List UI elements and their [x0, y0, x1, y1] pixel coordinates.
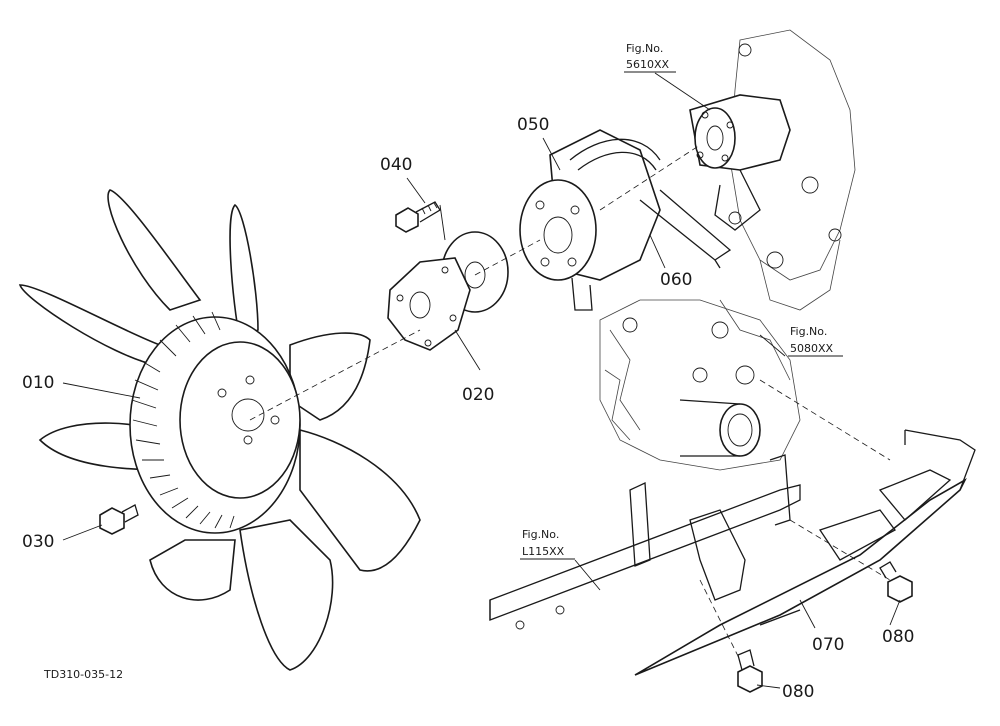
frame-L115-illustration [489, 454, 801, 630]
part-label-020: 020 [462, 385, 494, 405]
part-label-080-right: 080 [882, 627, 914, 647]
fan-spacer-020-illustration [387, 231, 509, 351]
bolt-040-illustration [395, 201, 441, 233]
engine-block-illustration [599, 299, 801, 471]
pulley-050-illustration [519, 129, 661, 311]
fan-guard-070-illustration [634, 429, 976, 676]
bolt-080-bottom-illustration [737, 649, 763, 693]
fan-belt-060-illustration [569, 138, 732, 269]
part-label-070: 070 [812, 635, 844, 655]
part-label-050: 050 [517, 115, 549, 135]
part-label-040: 040 [380, 155, 412, 175]
part-label-010: 010 [22, 373, 54, 393]
fig-ref-engine-block-line2: 5080XX [790, 342, 834, 355]
fig-ref-frame-line2: L115XX [522, 545, 565, 558]
fig-ref-frame-line1: Fig.No. [522, 528, 559, 541]
fig-ref-water-pump-line1: Fig.No. [626, 42, 663, 55]
assembly-axis-lines [249, 144, 891, 661]
part-label-080-bottom: 080 [782, 682, 814, 702]
fig-ref-engine-block-line1: Fig.No. [790, 325, 827, 338]
part-label-030: 030 [22, 532, 54, 552]
part-label-060: 060 [660, 270, 692, 290]
cooling-fan-010-illustration [18, 189, 421, 671]
water-pump-illustration [689, 29, 856, 311]
fig-ref-water-pump-line2: 5610XX [626, 58, 670, 71]
drawing-code: TD310-035-12 [43, 668, 123, 681]
bolt-080-right-illustration [879, 561, 913, 603]
leader-lines [62, 72, 901, 689]
bolt-030-illustration [99, 504, 139, 535]
